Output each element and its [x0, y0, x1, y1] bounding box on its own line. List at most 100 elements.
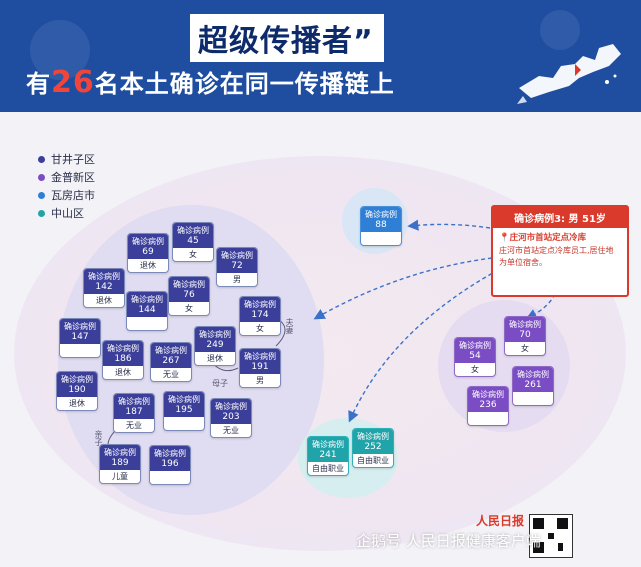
case-occupation	[513, 392, 553, 405]
legend-dot	[38, 191, 45, 199]
case-label: 确诊病例	[459, 341, 491, 350]
case-occupation: 无业	[126, 421, 142, 430]
case-label: 确诊病例	[244, 352, 276, 361]
legend-dot	[38, 209, 45, 217]
legend-item: 甘井子区	[38, 150, 95, 168]
case-label: 确诊病例	[365, 210, 397, 219]
people-daily-logo: 人民日报	[476, 514, 525, 528]
case-id: 190	[68, 385, 86, 395]
relation-spouse-label: 夫妻	[285, 318, 294, 334]
case-occupation	[127, 317, 167, 330]
case-occupation	[468, 412, 508, 425]
decor-dot	[540, 10, 580, 50]
case-occupation: 自由职业	[357, 456, 389, 465]
region-map-icon	[517, 44, 621, 104]
case-label: 确诊病例	[168, 395, 200, 404]
case-label: 确诊病例	[88, 272, 120, 281]
case-occupation	[150, 471, 190, 484]
case-label: 确诊病例	[215, 402, 247, 411]
case-occupation: 女	[185, 304, 193, 313]
case-id: 70	[519, 330, 531, 340]
title-suffix: 名本土确诊在同一传播链上	[94, 70, 395, 98]
case-occupation: 女	[521, 344, 529, 353]
case-id: 88	[375, 220, 387, 230]
case-occupation	[164, 417, 204, 430]
case-label: 确诊病例	[107, 344, 139, 353]
case-id: 236	[479, 400, 497, 410]
case-id: 241	[319, 450, 337, 460]
title-prefix: 有	[26, 70, 51, 98]
case-id: 69	[142, 247, 154, 257]
case-label: 确诊病例	[312, 440, 344, 449]
case-label: 确诊病例	[177, 226, 209, 235]
case-label: 确诊病例	[244, 300, 276, 309]
legend-dot	[38, 155, 45, 163]
case-id: 187	[125, 407, 143, 417]
case-id: 191	[251, 362, 269, 372]
header-banner: 超级传播者” 有26名本土确诊在同一传播链上	[0, 0, 641, 112]
qr-code-icon	[529, 514, 573, 558]
case-label: 确诊病例	[64, 322, 96, 331]
case-label: 确诊病例	[131, 295, 163, 304]
relation-mother-son-label: 母子	[212, 379, 228, 388]
case-occupation: 退休	[96, 296, 112, 305]
title-line-2: 有26名本土确诊在同一传播链上	[26, 64, 395, 100]
case-label: 确诊病例	[118, 397, 150, 406]
legend-item: 中山区	[38, 204, 95, 222]
case-label: 确诊病例	[61, 375, 93, 384]
case-occupation	[361, 232, 401, 245]
decor-dot	[30, 20, 90, 80]
case-id: 142	[95, 282, 113, 292]
case-id: 249	[206, 340, 224, 350]
title-count: 26	[51, 65, 95, 100]
source-location-text: 庄河市首站定点冷库	[509, 233, 587, 243]
legend: 甘井子区 金普新区 瓦房店市 中山区	[38, 150, 95, 222]
case-label: 确诊病例	[155, 346, 187, 355]
case-occupation: 退休	[115, 368, 131, 377]
case-label: 确诊病例	[221, 251, 253, 260]
case-id: 196	[161, 459, 179, 469]
case-occupation: 退休	[69, 399, 85, 408]
case-occupation: 女	[256, 324, 264, 333]
watermark: 企鹅号 人民日报健康客户端	[356, 532, 541, 550]
case-occupation: 退休	[207, 354, 223, 363]
case-label: 确诊病例	[173, 280, 205, 289]
case-occupation: 男	[233, 275, 241, 284]
case-label: 确诊病例	[104, 448, 136, 457]
legend-item: 金普新区	[38, 168, 95, 186]
legend-label: 甘井子区	[51, 153, 95, 166]
case-occupation: 男	[256, 376, 264, 385]
case-id: 195	[175, 405, 193, 415]
source-case-location: 📍庄河市首站定点冷库	[493, 228, 627, 243]
source-case-description: 庄河市首站定点冷库员工,居住地为单位宿舍。	[499, 246, 614, 267]
case-occupation: 女	[471, 365, 479, 374]
legend-label: 瓦房店市	[51, 189, 95, 202]
case-occupation: 无业	[223, 426, 239, 435]
case-label: 确诊病例	[517, 370, 549, 379]
source-case-card: 确诊病例3: 男 51岁 📍庄河市首站定点冷库 庄河市首站定点冷库员工,居住地为…	[491, 205, 629, 297]
case-id: 45	[187, 236, 199, 246]
legend-item: 瓦房店市	[38, 186, 95, 204]
legend-label: 中山区	[51, 207, 84, 220]
case-id: 252	[364, 442, 382, 452]
case-id: 267	[162, 356, 180, 366]
case-label: 确诊病例	[154, 449, 186, 458]
legend-label: 金普新区	[51, 171, 95, 184]
